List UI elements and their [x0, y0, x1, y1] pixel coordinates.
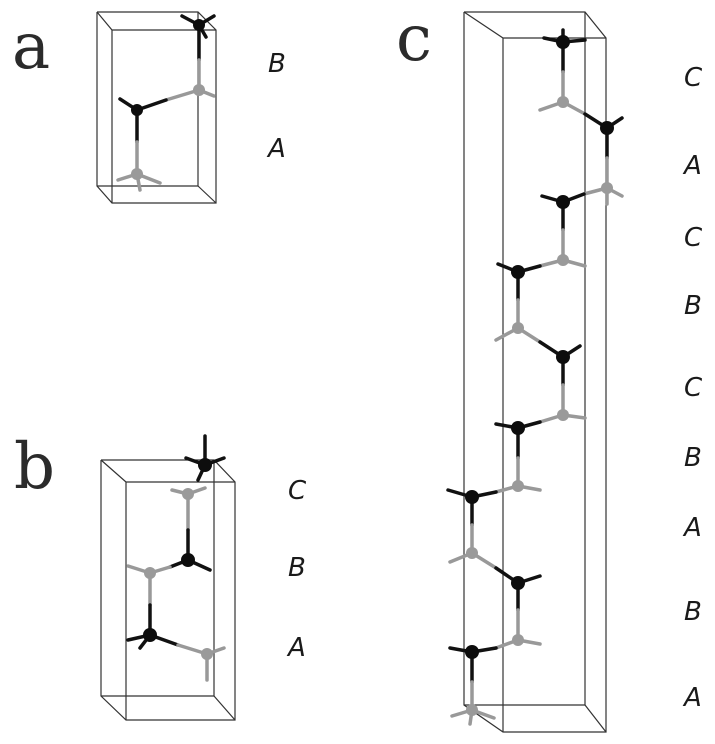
dark-atom: [511, 421, 525, 435]
gray-atom: [193, 84, 205, 96]
panel-b-unit-cell: [100, 459, 236, 721]
gray-atom: [466, 704, 478, 716]
panel-a-layer-label: A: [266, 134, 286, 164]
gray-atom: [131, 168, 143, 180]
dark-atom: [198, 458, 212, 472]
panel-b-layer-label: C: [288, 476, 307, 506]
panel-c-layer-label: C: [684, 63, 703, 93]
panel-b-atoms: [143, 458, 213, 660]
gray-atom: [466, 547, 478, 559]
dark-atom: [600, 121, 614, 135]
panel-b-letter: b: [14, 430, 55, 504]
panel-b: b: [14, 430, 307, 721]
dark-atom: [511, 576, 525, 590]
dark-atom: [556, 195, 570, 209]
panel-a-layer-label: B: [268, 49, 286, 79]
dark-atom: [556, 350, 570, 364]
dark-atom: [143, 628, 157, 642]
panel-c-layer-label: A: [682, 513, 702, 543]
panel-c-unit-cell: [463, 11, 607, 733]
dark-atom: [131, 104, 143, 116]
panel-c-layer-label: B: [684, 443, 702, 473]
dark-atom: [556, 35, 570, 49]
panel-a-bonds: [116, 14, 216, 192]
panel-c-bonds: [446, 28, 624, 726]
dark-atom: [181, 553, 195, 567]
panel-c-letter: c: [396, 2, 432, 76]
panel-c-layer-label: A: [682, 683, 702, 713]
dark-atom: [511, 265, 525, 279]
gray-atom: [512, 634, 524, 646]
panel-b-layer-label: B: [288, 553, 306, 583]
panel-c-atoms: [465, 35, 614, 716]
panel-c-layer-label: B: [684, 597, 702, 627]
gray-atom: [557, 409, 569, 421]
gray-atom: [144, 567, 156, 579]
gray-atom: [601, 182, 613, 194]
panel-c-layer-label: C: [684, 373, 703, 403]
panel-c-layer-label: C: [684, 223, 703, 253]
gray-atom: [512, 480, 524, 492]
panel-c: c: [396, 2, 703, 733]
dark-atom: [465, 645, 479, 659]
gray-atom: [557, 96, 569, 108]
gray-atom: [182, 488, 194, 500]
gray-atom: [512, 322, 524, 334]
panel-c-layer-label: B: [684, 291, 702, 321]
dark-atom: [193, 19, 205, 31]
panel-a-letter: a: [12, 10, 50, 84]
gray-atom: [557, 254, 569, 266]
panel-b-bonds: [126, 434, 226, 682]
panel-a-atoms: [131, 19, 205, 180]
panel-b-layer-label: A: [286, 633, 306, 663]
panel-c-layer-label: A: [682, 151, 702, 181]
panel-a: a: [12, 10, 286, 204]
gray-atom: [201, 648, 213, 660]
dark-atom: [465, 490, 479, 504]
